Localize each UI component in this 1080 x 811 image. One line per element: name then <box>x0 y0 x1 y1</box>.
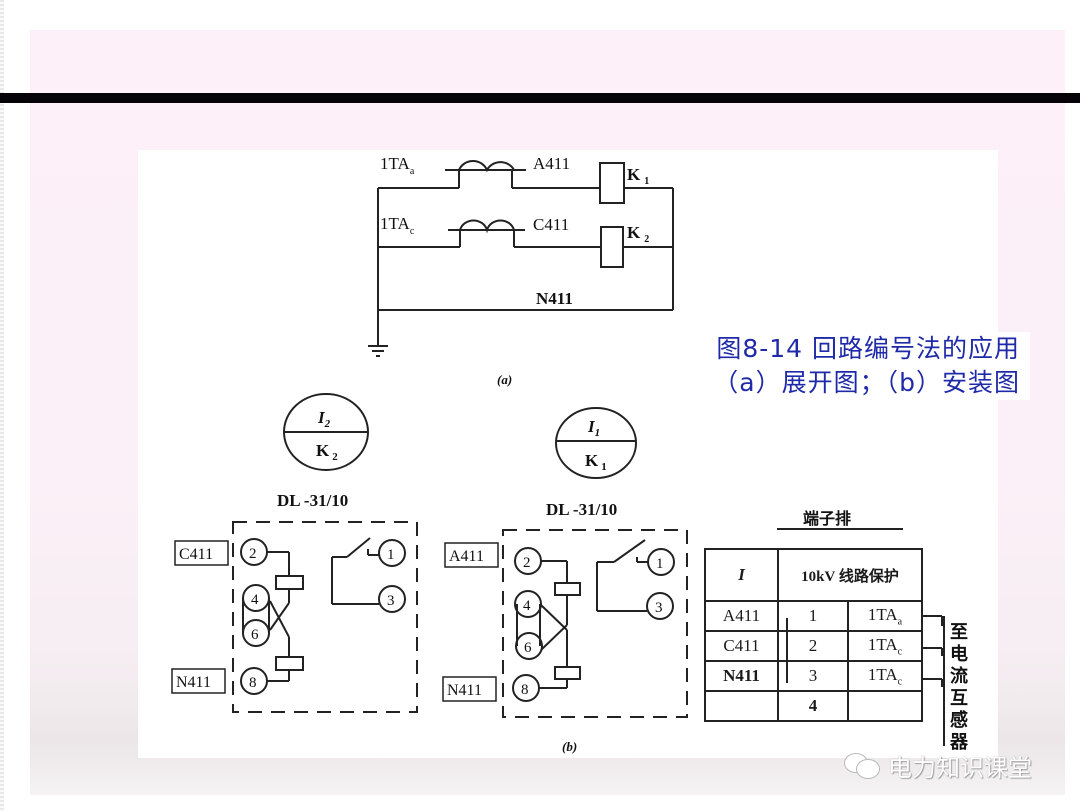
relay-right-pin-4: 4 <box>523 598 531 614</box>
svg-text:感: 感 <box>950 709 968 730</box>
diagram-b-label: (b) <box>562 739 577 754</box>
terminal-num: 3 <box>777 660 849 692</box>
relay-left-pin-3: 3 <box>387 593 395 609</box>
terminal-num: 1 <box>777 600 849 632</box>
relay-left-pin-8: 8 <box>249 675 257 691</box>
terminal-row: A411 1 1TAa <box>704 600 923 632</box>
svg-text:器: 器 <box>949 732 969 752</box>
terminal-wire: N411 <box>704 660 779 692</box>
terminal-header-right: 10kV 线路保护 <box>777 548 923 602</box>
title-divider-bar <box>0 93 1080 103</box>
caption-subtitle: （a）展开图；（b）安装图 <box>713 368 1020 397</box>
svg-text:流: 流 <box>950 665 968 686</box>
terminal-dest: 1TAc <box>847 660 923 692</box>
relay-right-model: DL -31/10 <box>546 500 617 519</box>
relay-right-pin-8: 8 <box>521 682 529 698</box>
relay-left-pin-6: 6 <box>251 627 259 643</box>
relay-right-tag-bottom: N411 <box>447 682 482 699</box>
terminal-header-left: I <box>704 548 779 602</box>
wire-n411-label: N411 <box>536 289 573 308</box>
terminal-block-table: I 10kV 线路保护 A411 1 1TAa C411 2 1TAc N411… <box>704 548 923 722</box>
terminal-dest: 1TAa <box>847 600 923 632</box>
ct-a-label: 1TAa <box>380 154 415 177</box>
terminal-row: N411 3 1TAc <box>704 660 923 692</box>
caption-title: 图8-14 回路编号法的应用 <box>716 334 1020 363</box>
relay-right-tag-top: A411 <box>449 548 484 565</box>
wire-a411-label: A411 <box>533 154 570 173</box>
terminal-wire <box>704 690 779 722</box>
terminal-dest <box>847 690 923 722</box>
terminal-wire: C411 <box>704 630 779 662</box>
relay-right-pin-1: 1 <box>656 556 664 572</box>
relay-right-pin-6: 6 <box>524 640 532 656</box>
left-edge-strip <box>0 0 4 811</box>
svg-text:互: 互 <box>950 688 968 708</box>
diagram-a-label: (a) <box>497 372 512 387</box>
ct-c-label: 1TAc <box>380 214 415 237</box>
relay-left-model: DL -31/10 <box>277 491 348 510</box>
relay-right-pin-3: 3 <box>655 600 663 616</box>
terminal-num: 4 <box>777 690 849 722</box>
terminal-block-title: 端子排 <box>803 509 851 528</box>
relay-right-current-label: I1 <box>587 417 600 439</box>
wechat-icon <box>842 749 884 781</box>
watermark-text: 电力知识课堂 <box>888 753 1032 782</box>
wire-c411-label: C411 <box>533 215 569 234</box>
relay-left-pin-4: 4 <box>251 592 259 608</box>
figure-caption: 图8-14 回路编号法的应用 （a）展开图；（b）安装图 <box>640 332 1030 400</box>
relay-left-current-label: I2 <box>317 408 331 430</box>
relay-left-pin-2: 2 <box>249 546 257 562</box>
terminal-num: 2 <box>777 630 849 662</box>
watermark: 电力知识课堂 <box>842 748 1032 782</box>
relay-right-pin-2: 2 <box>523 555 531 571</box>
svg-text:至: 至 <box>950 622 968 642</box>
relay-left-tag-top: C411 <box>179 546 213 563</box>
relay-left-pin-1: 1 <box>387 547 395 563</box>
terminal-row: 4 <box>704 690 923 722</box>
side-note: 至 电 流 互 感 器 <box>949 622 969 752</box>
terminal-header-row: I 10kV 线路保护 <box>704 548 923 602</box>
terminal-wire: A411 <box>704 600 779 632</box>
relay-left-tag-bottom: N411 <box>176 674 211 691</box>
svg-text:电: 电 <box>950 643 968 664</box>
terminal-row: C411 2 1TAc <box>704 630 923 662</box>
terminal-dest: 1TAc <box>847 630 923 662</box>
